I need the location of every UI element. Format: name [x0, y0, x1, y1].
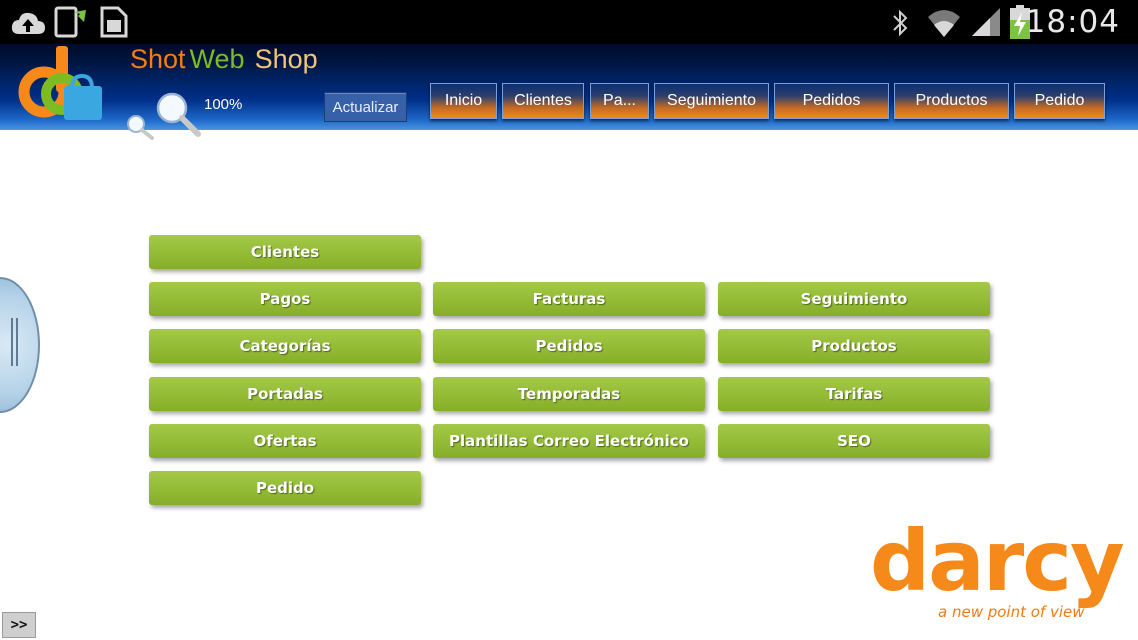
nav-tab-inicio[interactable]: Inicio	[430, 83, 497, 119]
cloud-upload-icon	[11, 12, 45, 34]
menu-clientes-button[interactable]: Clientes	[149, 235, 421, 269]
nav-tab-pedido[interactable]: Pedido	[1014, 83, 1105, 119]
darcy-logo: darcy	[870, 512, 1126, 608]
status-bar: 18:04	[0, 0, 1138, 44]
title-web: Web	[189, 44, 245, 74]
menu-tarifas-button[interactable]: Tarifas	[718, 377, 990, 411]
zoom-in-icon[interactable]	[152, 90, 202, 138]
expand-button[interactable]: >>	[2, 612, 36, 638]
menu-pedidos-button[interactable]: Pedidos	[433, 329, 705, 363]
nav-tab-pagos[interactable]: Pa...	[590, 83, 649, 119]
menu-pedido-button[interactable]: Pedido	[149, 471, 421, 505]
menu-ofertas-button[interactable]: Ofertas	[149, 424, 421, 458]
side-drawer-handle[interactable]	[0, 277, 40, 413]
signal-icon	[972, 8, 1000, 36]
wifi-icon	[928, 10, 960, 37]
battery-charging-icon	[1010, 5, 1030, 39]
title-shop: Shop	[254, 44, 318, 74]
menu-temporadas-button[interactable]: Temporadas	[433, 377, 705, 411]
nav-tab-seguimiento[interactable]: Seguimiento	[654, 83, 769, 119]
handle-grip-line	[11, 318, 13, 366]
menu-plantillas-correo-button[interactable]: Plantillas Correo Electrónico	[433, 424, 705, 458]
menu-seguimiento-button[interactable]: Seguimiento	[718, 282, 990, 316]
menu-categorias-button[interactable]: Categorías	[149, 329, 421, 363]
darcy-tagline: a new point of view	[938, 603, 1085, 621]
title-shot: Shot	[130, 44, 186, 74]
zoom-level: 100%	[204, 96, 243, 113]
menu-facturas-button[interactable]: Facturas	[433, 282, 705, 316]
handle-grip-line	[16, 318, 18, 366]
sd-card-icon	[100, 6, 128, 38]
menu-portadas-button[interactable]: Portadas	[149, 377, 421, 411]
nav-tab-pedidos[interactable]: Pedidos	[774, 83, 889, 119]
menu-seo-button[interactable]: SEO	[718, 424, 990, 458]
bluetooth-icon	[893, 9, 908, 37]
clock: 18:04	[1025, 4, 1120, 40]
nav-tab-clientes[interactable]: Clientes	[502, 83, 584, 119]
menu-productos-button[interactable]: Productos	[718, 329, 990, 363]
darcy-wordmark: darcy	[870, 512, 1124, 608]
menu-pagos-button[interactable]: Pagos	[149, 282, 421, 316]
zoom-out-icon[interactable]	[124, 112, 154, 140]
nav-tab-productos[interactable]: Productos	[894, 83, 1009, 119]
phone-update-icon	[54, 6, 86, 38]
refresh-button[interactable]: Actualizar	[324, 92, 407, 122]
app-logo-icon	[18, 46, 102, 120]
